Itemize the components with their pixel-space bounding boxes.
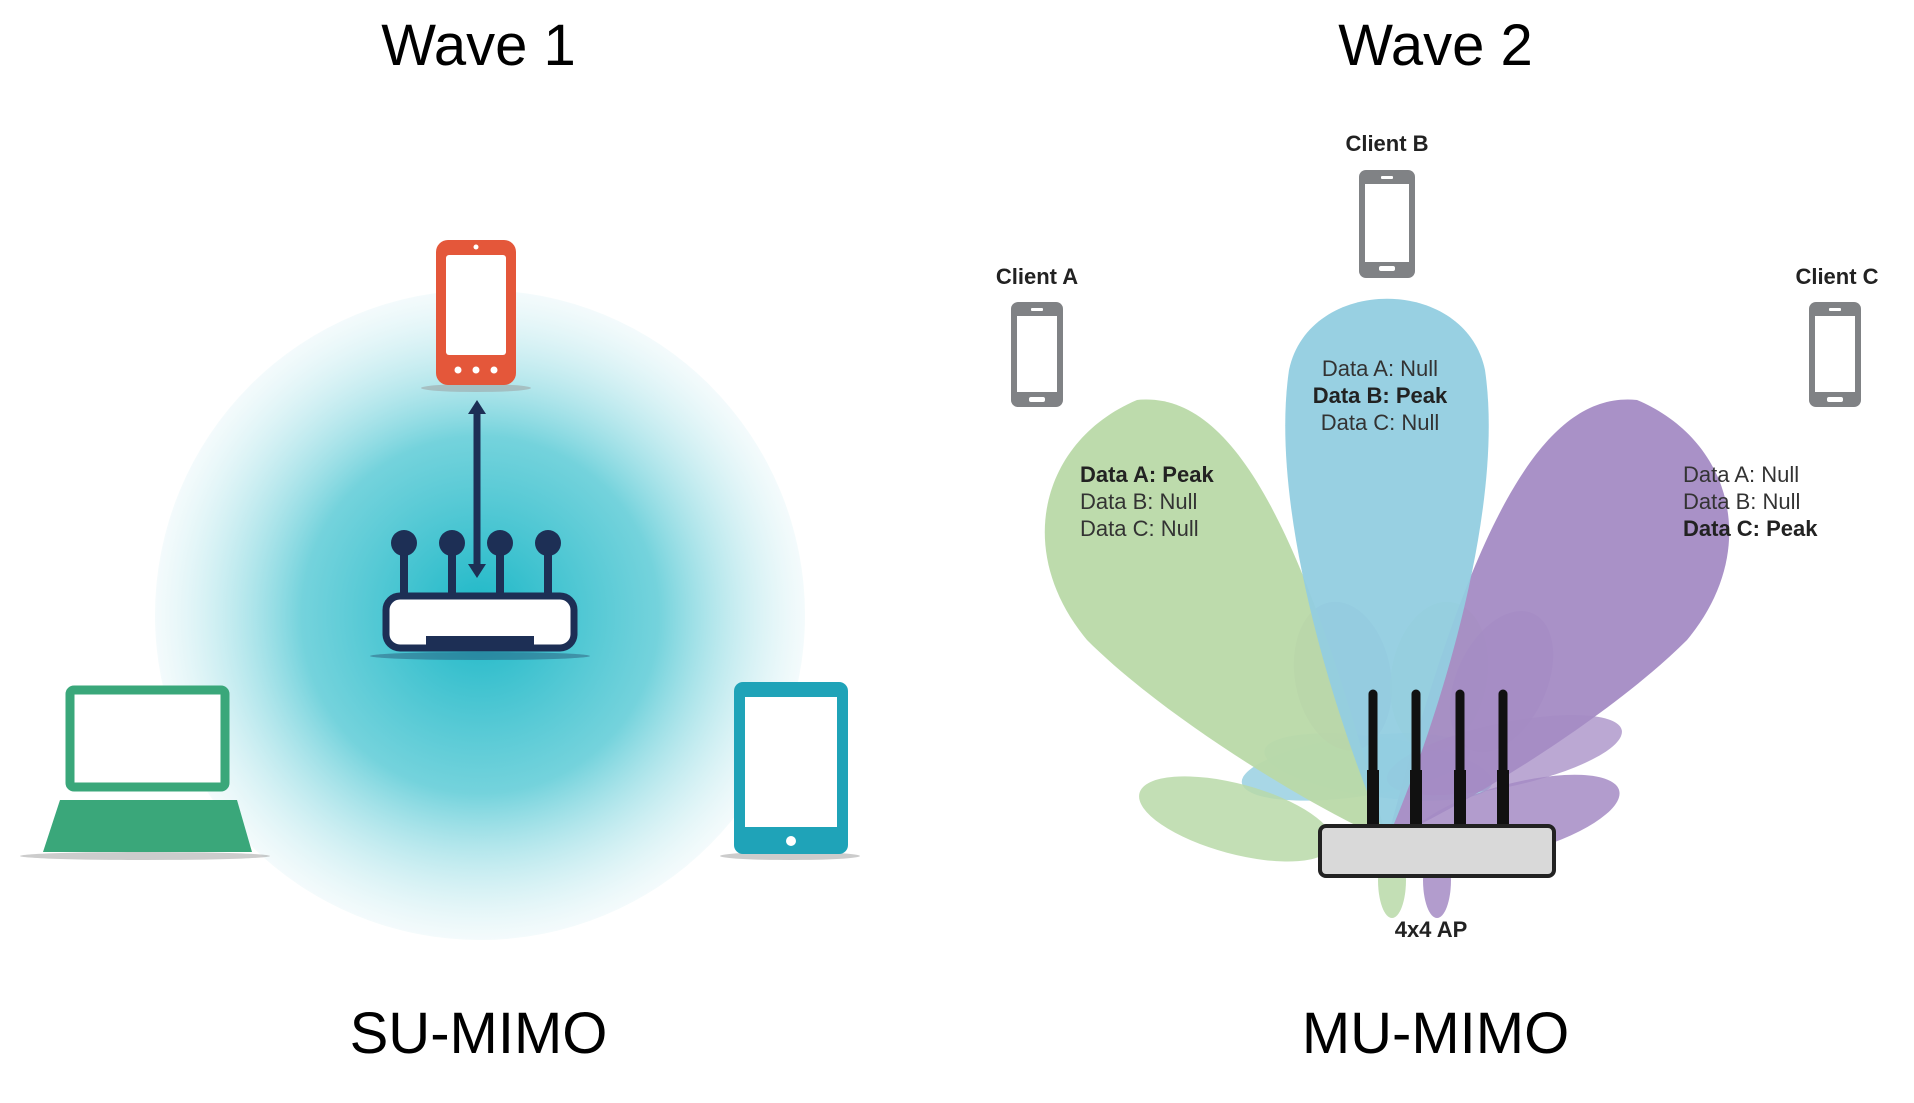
beam-a-line-1: Data A: Peak: [1080, 462, 1214, 487]
beam-c-data: Data A: Null Data B: Null Data C: Peak: [1683, 462, 1818, 541]
laptop-icon: [20, 685, 270, 860]
beam-b-line-1: Data A: Null: [1322, 356, 1438, 381]
wave-1-title: Wave 1: [381, 13, 576, 78]
su-mimo-diagram: [20, 240, 860, 940]
wave-2-title: Wave 2: [1338, 13, 1533, 78]
client-c-label: Client C: [1795, 264, 1878, 289]
beam-lobe-b: [1285, 298, 1489, 840]
beam-a-line-2: Data B: Null: [1080, 489, 1197, 514]
link-arrow: [468, 400, 486, 578]
beam-lobes: [1044, 298, 1730, 840]
beam-a-line-3: Data C: Null: [1080, 516, 1199, 541]
client-b-label: Client B: [1345, 131, 1428, 156]
client-c-phone-icon: [1809, 302, 1861, 407]
beam-c-line-2: Data B: Null: [1683, 489, 1800, 514]
su-mimo-label: SU-MIMO: [349, 1001, 608, 1066]
ap-label: 4x4 AP: [1395, 917, 1468, 942]
beam-b-data: Data A: Null Data B: Peak Data C: Null: [1313, 356, 1448, 435]
beam-c-line-1: Data A: Null: [1683, 462, 1799, 487]
beam-b-line-3: Data C: Null: [1321, 410, 1440, 435]
access-point-icon: [1318, 689, 1556, 878]
beam-lobe-a: [1044, 399, 1387, 840]
beam-a-data: Data A: Peak Data B: Null Data C: Null: [1080, 462, 1214, 541]
beam-b-line-2: Data B: Peak: [1313, 383, 1448, 408]
router-icon: [370, 530, 590, 660]
mu-mimo-diagram: Client A Client B Client C Data A: Peak …: [996, 131, 1879, 942]
su-mimo-panel: Wave 1: [20, 13, 860, 1066]
beam-lobe-c: [1387, 399, 1730, 840]
client-a-phone-icon: [1011, 302, 1063, 407]
client-a-label: Client A: [996, 264, 1078, 289]
beam-c-line-3: Data C: Peak: [1683, 516, 1818, 541]
mu-mimo-panel: Wave 2 Client A: [957, 0, 1914, 1103]
tablet-icon: [720, 682, 860, 860]
smartphone-icon: [421, 240, 531, 392]
mu-mimo-label: MU-MIMO: [1301, 1001, 1570, 1066]
client-b-phone-icon: [1359, 170, 1415, 278]
